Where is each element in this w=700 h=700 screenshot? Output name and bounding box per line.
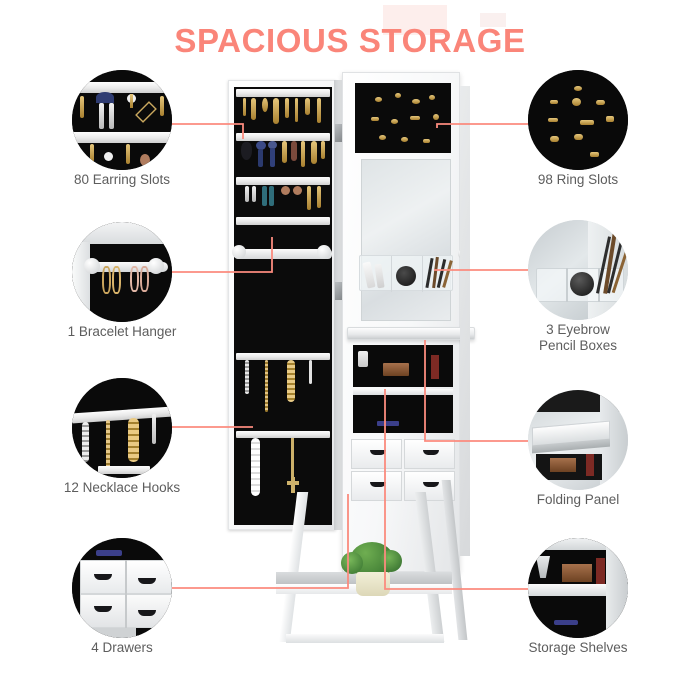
cabinet-body	[342, 72, 475, 572]
drawer-bottom-left[interactable]	[351, 471, 402, 501]
earring-rail-1	[236, 89, 330, 97]
stand-foot-rail	[286, 634, 444, 643]
acrylic-storage-boxes	[359, 255, 453, 292]
bracelet-rod-photo	[72, 222, 172, 322]
necklace-hook-rail-1	[236, 353, 330, 360]
callout-label-drawers: 4 Drawers	[91, 640, 153, 655]
callout-label-earring-slots: 80 Earring Slots	[73, 172, 171, 187]
cabinet-door-panel	[228, 80, 336, 530]
bracelet-hanger-rod	[234, 249, 332, 259]
drawer-top-right[interactable]	[404, 439, 455, 469]
storage-shelves-photo	[528, 538, 628, 638]
page-title: SPACIOUS STORAGE	[174, 22, 526, 59]
hinge-lower	[335, 282, 342, 300]
plant-foliage-left	[341, 552, 363, 574]
storage-shelf-upper	[353, 345, 453, 387]
cabinet-side-panel	[460, 86, 470, 556]
interior-mirror	[361, 159, 451, 321]
callout-label-folding-panel: Folding Panel	[536, 492, 620, 507]
callout-label-eyebrow-pencil-boxes: 3 Eyebrow Pencil Boxes	[538, 322, 618, 353]
title-watermark-block-secondary	[480, 13, 506, 27]
necklace-hook-rail-2	[236, 431, 330, 438]
earring-rail-2	[236, 133, 330, 141]
drawer-top-left[interactable]	[351, 439, 402, 469]
necklace-hooks-photo	[72, 378, 172, 478]
drawers-photo	[72, 538, 172, 638]
drawer-handle-icon	[370, 450, 386, 455]
drawer-handle-icon	[370, 482, 386, 487]
drawer-handle-icon	[423, 482, 439, 487]
plant-pot	[356, 572, 390, 596]
earring-rail-4	[236, 217, 330, 225]
drawer-handle-icon	[423, 450, 439, 455]
bracelet-rod-knob-right	[317, 245, 331, 259]
storage-shelf-lower	[353, 395, 453, 433]
hinge-upper	[335, 124, 342, 142]
earring-rack-photo	[72, 70, 172, 170]
callout-label-bracelet-hanger: 1 Bracelet Hanger	[67, 324, 177, 339]
plant-foliage-right	[380, 550, 402, 572]
acrylic-boxes-photo	[528, 220, 628, 320]
folding-panel-shelf	[347, 327, 475, 340]
drawer-block	[351, 439, 455, 501]
callout-label-necklace-hooks: 12 Necklace Hooks	[63, 480, 181, 495]
callout-label-ring-slots: 98 Ring Slots	[537, 172, 619, 187]
door-hinge-strip	[334, 80, 343, 530]
product-image	[228, 72, 476, 652]
earring-rail-3	[236, 177, 330, 185]
ring-slots-photo	[528, 70, 628, 170]
bracelet-rod-knob-left	[232, 245, 246, 259]
ring-slots-panel	[355, 83, 451, 153]
title-watermark-block	[383, 5, 447, 35]
folding-shelf-photo	[528, 390, 628, 490]
callout-label-storage-shelves: Storage Shelves	[528, 640, 628, 655]
